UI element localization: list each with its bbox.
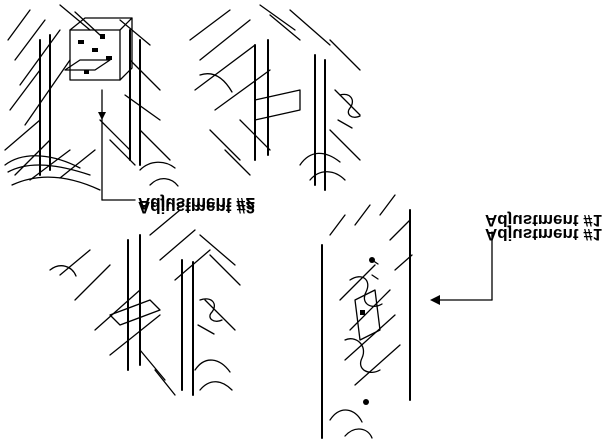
- adjustment-1-callout: Adjustment #1: [485, 211, 602, 230]
- panel-top-left: [4, 4, 179, 201]
- adjustment-2-label: Adjustment #2: [138, 198, 255, 217]
- adjustment-1-label: Adjustment #1: [485, 211, 602, 230]
- panel-top-left-screws: [78, 34, 112, 74]
- panel-bottom-left-hatching: [49, 209, 241, 396]
- panel-top-right-hatching: [189, 4, 361, 181]
- adjustment-2-callout: Adjustment #2: [138, 198, 255, 217]
- adjustment-2-label-shadow: Adjustment #2: [138, 194, 255, 213]
- panel-top-right-bracket: [254, 89, 361, 129]
- panel-top-left-hatching: [4, 4, 179, 191]
- panel-bottom-right-frame: [321, 209, 411, 439]
- panel-top-right-rail: [254, 39, 326, 191]
- adjustment-1-pointer: [430, 231, 493, 305]
- panel-bottom-left: [49, 209, 241, 396]
- adjustment-2-callout-dup: Adjustment #2: [138, 194, 255, 213]
- panel-bottom-right-hatching: [329, 194, 413, 439]
- panel-bottom-left-bracket: [109, 298, 223, 335]
- panel-bottom-right: [321, 194, 493, 439]
- adjustment-2-pointer: [98, 89, 136, 201]
- panel-top-left-bracket: [64, 17, 133, 81]
- panel-bottom-left-rail: [127, 234, 194, 396]
- panel-bottom-right-screws: [360, 257, 375, 405]
- panel-top-left-rail: [39, 29, 141, 176]
- adjustment-1-callout-dup: Adjustment #1: [485, 225, 602, 244]
- adjustment-1-label-shadow: Adjustment #1: [485, 225, 602, 244]
- panel-top-right: [189, 4, 361, 191]
